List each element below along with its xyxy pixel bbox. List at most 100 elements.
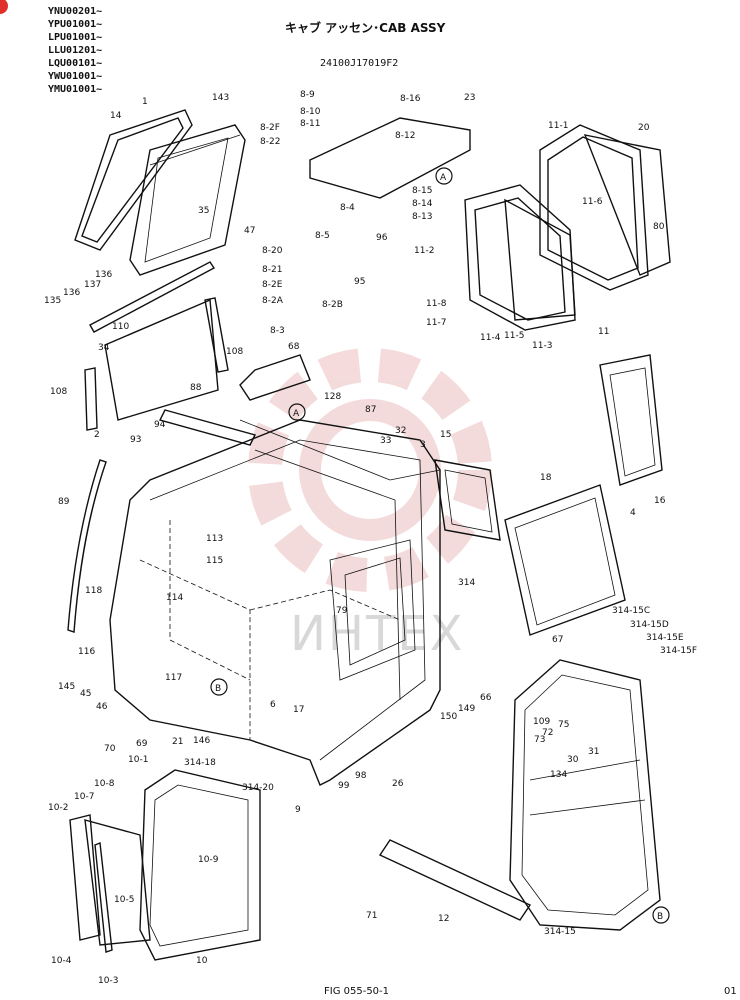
part-number-label: 47	[244, 226, 255, 236]
part-number-label: 33	[380, 436, 391, 446]
part-number-label: 96	[376, 233, 388, 243]
part-number-label: 314-20	[242, 783, 274, 793]
part-number-label: 21	[172, 737, 183, 747]
part-number-label: 35	[198, 206, 209, 216]
part-number-label: 68	[288, 342, 300, 352]
cab-body	[109, 419, 441, 786]
part-number-label: 149	[458, 704, 475, 714]
rod-12	[378, 839, 532, 921]
window-18	[504, 484, 626, 636]
bar-88	[158, 409, 257, 446]
handle-68	[239, 354, 311, 401]
part-number-label: 79	[336, 606, 348, 616]
part-number-label: 17	[293, 705, 304, 715]
part-number-label: 146	[193, 736, 210, 746]
part-number-label: 71	[366, 911, 377, 921]
part-number-label: 8-15	[412, 186, 432, 196]
part-number-label: 18	[540, 473, 552, 483]
part-number-label: 8-2A	[262, 296, 284, 306]
part-number-label: 8-11	[300, 119, 320, 129]
part-number-label: 136	[63, 288, 80, 298]
part-number-label: 314	[458, 578, 475, 588]
part-number-label: 10-3	[98, 976, 118, 986]
part-number-label: 118	[85, 586, 102, 596]
part-number-label: 314-15	[544, 927, 576, 937]
part-number-label: 95	[354, 277, 365, 287]
part-number-label: 8-10	[300, 107, 321, 117]
watermark-text: ИНТЕХ	[290, 606, 465, 662]
page-number: 01	[724, 986, 737, 997]
drawing-code: 24100J17019F2	[320, 58, 398, 69]
part-number-label: 80	[653, 222, 665, 232]
part-number-label: 1	[142, 97, 148, 107]
seal-89	[67, 459, 107, 633]
door-67	[509, 659, 661, 931]
part-number-label: 8-9	[300, 90, 315, 100]
part-number-label: 11	[598, 327, 609, 337]
part-number-label: 108	[50, 387, 67, 397]
figure-number: FIG 055-50-1	[324, 986, 389, 997]
rod-110	[89, 261, 216, 333]
part-number-label: 89	[58, 497, 70, 507]
serial-4: LLU01201~	[48, 45, 102, 56]
part-number-label: 2	[94, 430, 100, 440]
part-number-label: 314-18	[184, 758, 216, 768]
callout-label: B	[657, 912, 663, 922]
part-number-label: 93	[130, 435, 141, 445]
part-number-label: 88	[190, 383, 202, 393]
part-number-label: 26	[392, 779, 404, 789]
serial-2: YPU01001~	[48, 19, 102, 30]
part-number-label: 115	[206, 556, 223, 566]
part-number-label: 137	[84, 280, 101, 290]
part-number-label: 8-2F	[260, 123, 280, 133]
part-number-label: 136	[95, 270, 112, 280]
part-number-label: 117	[165, 673, 182, 683]
part-number-label: 116	[78, 647, 95, 657]
part-number-label: 67	[552, 635, 563, 645]
part-number-label: 10-8	[94, 779, 115, 789]
part-number-label: 11-5	[504, 331, 524, 341]
part-number-label: 6	[270, 700, 276, 710]
part-number-label: 16	[654, 496, 666, 506]
part-number-label: 10-5	[114, 895, 134, 905]
part-number-label: 134	[550, 770, 567, 780]
part-number-label: 8-12	[395, 131, 415, 141]
part-number-label: 8-14	[412, 199, 433, 209]
part-number-label: 73	[534, 735, 545, 745]
part-number-label: 8-22	[260, 137, 280, 147]
part-number-label: 128	[324, 392, 341, 402]
part-number-label: 8-16	[400, 94, 421, 104]
glass-2	[104, 298, 219, 421]
part-number-label: 11-6	[582, 197, 603, 207]
part-number-label: 135	[44, 296, 61, 306]
part-number-label: 46	[96, 702, 108, 712]
serial-6: YWU01001~	[48, 71, 102, 82]
part-number-label: 108	[226, 347, 243, 357]
part-number-label: 11-3	[532, 341, 552, 351]
part-number-label: 94	[154, 420, 166, 430]
part-labels: 14 1 143 8-9 8-10 8-11 8-2F 8-22 8-16 23…	[44, 90, 697, 986]
part-number-label: 69	[136, 739, 148, 749]
part-number-label: 143	[212, 93, 229, 103]
door-10	[69, 769, 261, 961]
part-number-label: 12	[438, 914, 449, 924]
part-number-label: 109	[533, 717, 550, 727]
callout-label: B	[215, 684, 221, 694]
part-number-label: 11-7	[426, 318, 446, 328]
part-number-label: 10-9	[198, 855, 219, 865]
callout-label: A	[293, 409, 300, 419]
part-number-label: 87	[365, 405, 376, 415]
part-number-label: 314-15D	[630, 620, 669, 630]
part-number-label: 8-2B	[322, 300, 343, 310]
part-number-label: 72	[542, 728, 553, 738]
part-number-label: 10	[196, 956, 208, 966]
part-number-label: 10-1	[128, 755, 148, 765]
part-number-label: 10-4	[51, 956, 72, 966]
part-number-label: 66	[480, 693, 492, 703]
part-number-label: 314-15E	[646, 633, 684, 643]
part-number-label: 150	[440, 712, 457, 722]
part-number-label: 23	[464, 93, 475, 103]
serial-1: YNU00201~	[48, 6, 102, 17]
serial-list: YNU00201~ YPU01001~ LPU01001~ LLU01201~ …	[48, 6, 102, 95]
